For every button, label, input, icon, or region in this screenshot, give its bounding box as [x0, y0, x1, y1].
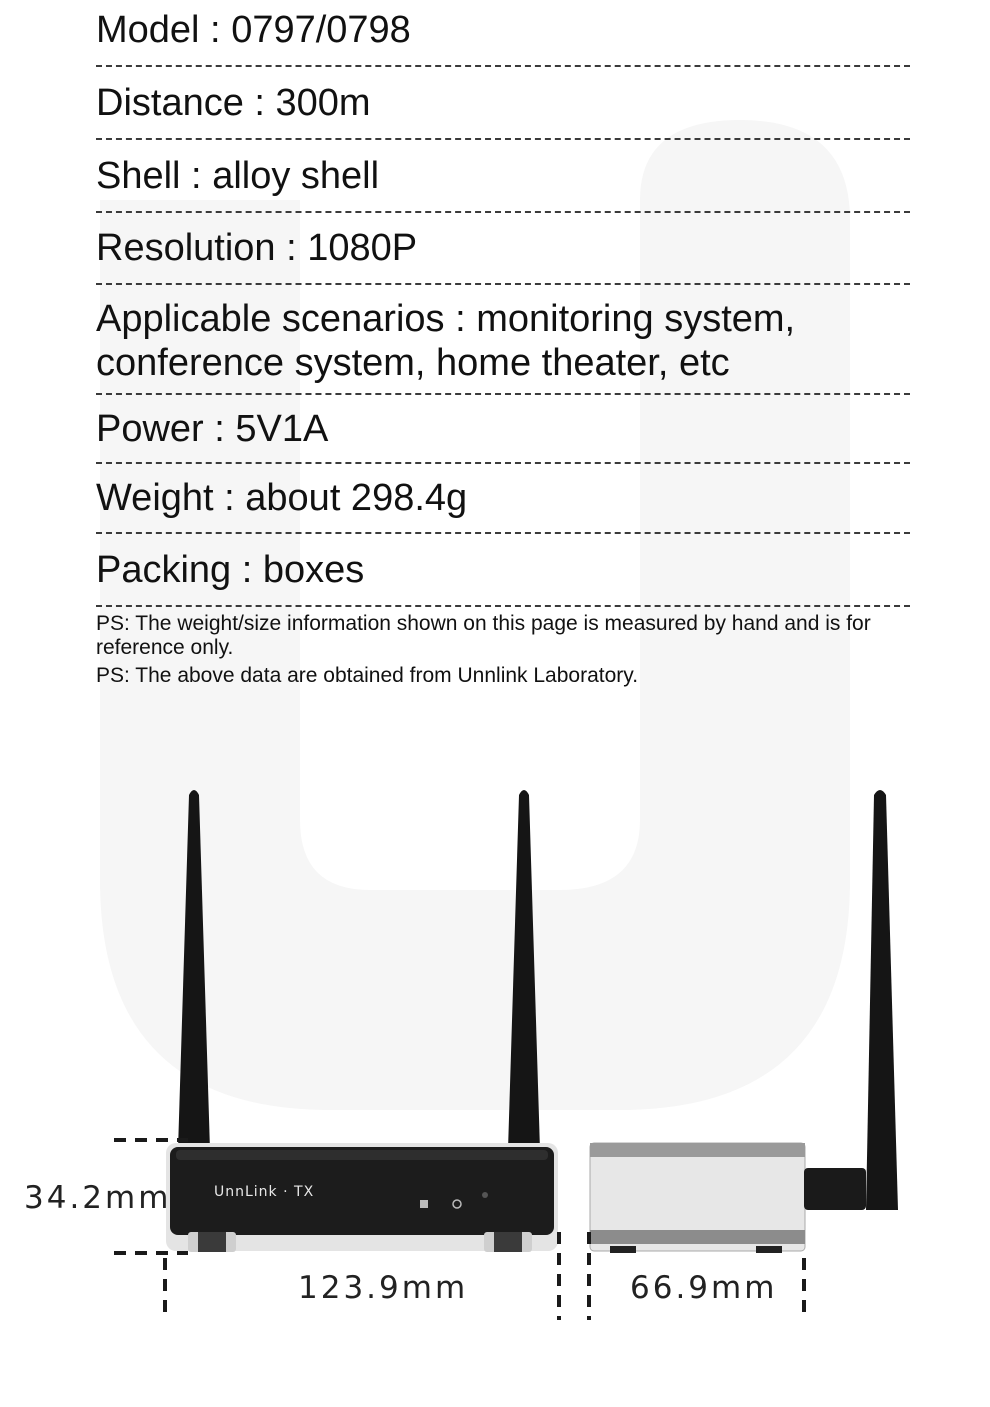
spec-row-model: Model : 0797/0798 — [96, 0, 910, 67]
spec-separator: : — [203, 407, 236, 450]
spec-label: Power — [96, 407, 204, 450]
spec-row-power: Power : 5V1A — [96, 395, 910, 464]
antenna-middle — [508, 790, 540, 1150]
spec-separator: : — [213, 477, 246, 519]
footnote: PS: The above data are obtained from Unn… — [96, 664, 639, 687]
spec-label: Distance — [96, 81, 244, 124]
spec-label: Packing — [96, 548, 232, 591]
spec-list: Model : 0797/0798 Distance : 300m Shell … — [96, 0, 910, 607]
spec-separator: : — [180, 154, 213, 197]
spec-row-packing: Packing : boxes — [96, 534, 910, 607]
spec-value: monitoring system, conference system, ho… — [96, 298, 796, 384]
spec-label: Applicable scenarios — [96, 298, 445, 340]
device-side-view — [589, 1142, 866, 1253]
spec-label: Model — [96, 9, 200, 51]
spec-row-shell: Shell : alloy shell — [96, 140, 910, 213]
dimension-lines — [114, 1138, 806, 1320]
spec-separator: : — [199, 9, 232, 51]
antenna-left — [178, 790, 210, 1150]
spec-label: Shell — [96, 154, 181, 197]
depth-dimension-label: 66.9mm — [630, 1270, 777, 1306]
device-front-view: UnnLink · TX — [166, 1143, 558, 1252]
footnotes: PS: The weight/size information shown on… — [96, 612, 896, 692]
spec-separator: : — [444, 298, 477, 340]
antenna-side — [866, 790, 898, 1210]
spec-value: alloy shell — [212, 154, 380, 197]
height-dimension-label: 34.2mm — [24, 1180, 171, 1216]
spec-label: Resolution — [96, 227, 276, 269]
device-brand-label: UnnLink · TX — [214, 1184, 314, 1200]
spec-value: 1080P — [307, 227, 418, 269]
spec-value: 5V1A — [235, 407, 329, 450]
spec-value: 300m — [275, 81, 371, 124]
spec-separator: : — [243, 81, 276, 124]
spec-row-scenarios: Applicable scenarios : monitoring system… — [96, 285, 910, 395]
spec-separator: : — [231, 548, 263, 591]
spec-row-distance: Distance : 300m — [96, 67, 910, 140]
width-dimension-label: 123.9mm — [298, 1270, 468, 1306]
spec-separator: : — [275, 227, 308, 269]
spec-value: 0797/0798 — [231, 9, 411, 51]
spec-value: boxes — [262, 548, 365, 591]
port-icon — [420, 1200, 428, 1208]
spec-row-resolution: Resolution : 1080P — [96, 213, 910, 285]
spec-text: Applicable scenarios : monitoring system… — [96, 297, 910, 385]
spec-label: Weight — [96, 477, 214, 519]
product-dimension-illustration: UnnLink · TX 34.2mm 123.9mm 66.9mm — [24, 790, 898, 1320]
power-icon — [452, 1199, 462, 1209]
footnote: PS: The weight/size information shown on… — [96, 612, 871, 659]
spec-value: about 298.4g — [245, 477, 468, 519]
status-led — [482, 1192, 488, 1198]
spec-row-weight: Weight : about 298.4g — [96, 464, 910, 534]
